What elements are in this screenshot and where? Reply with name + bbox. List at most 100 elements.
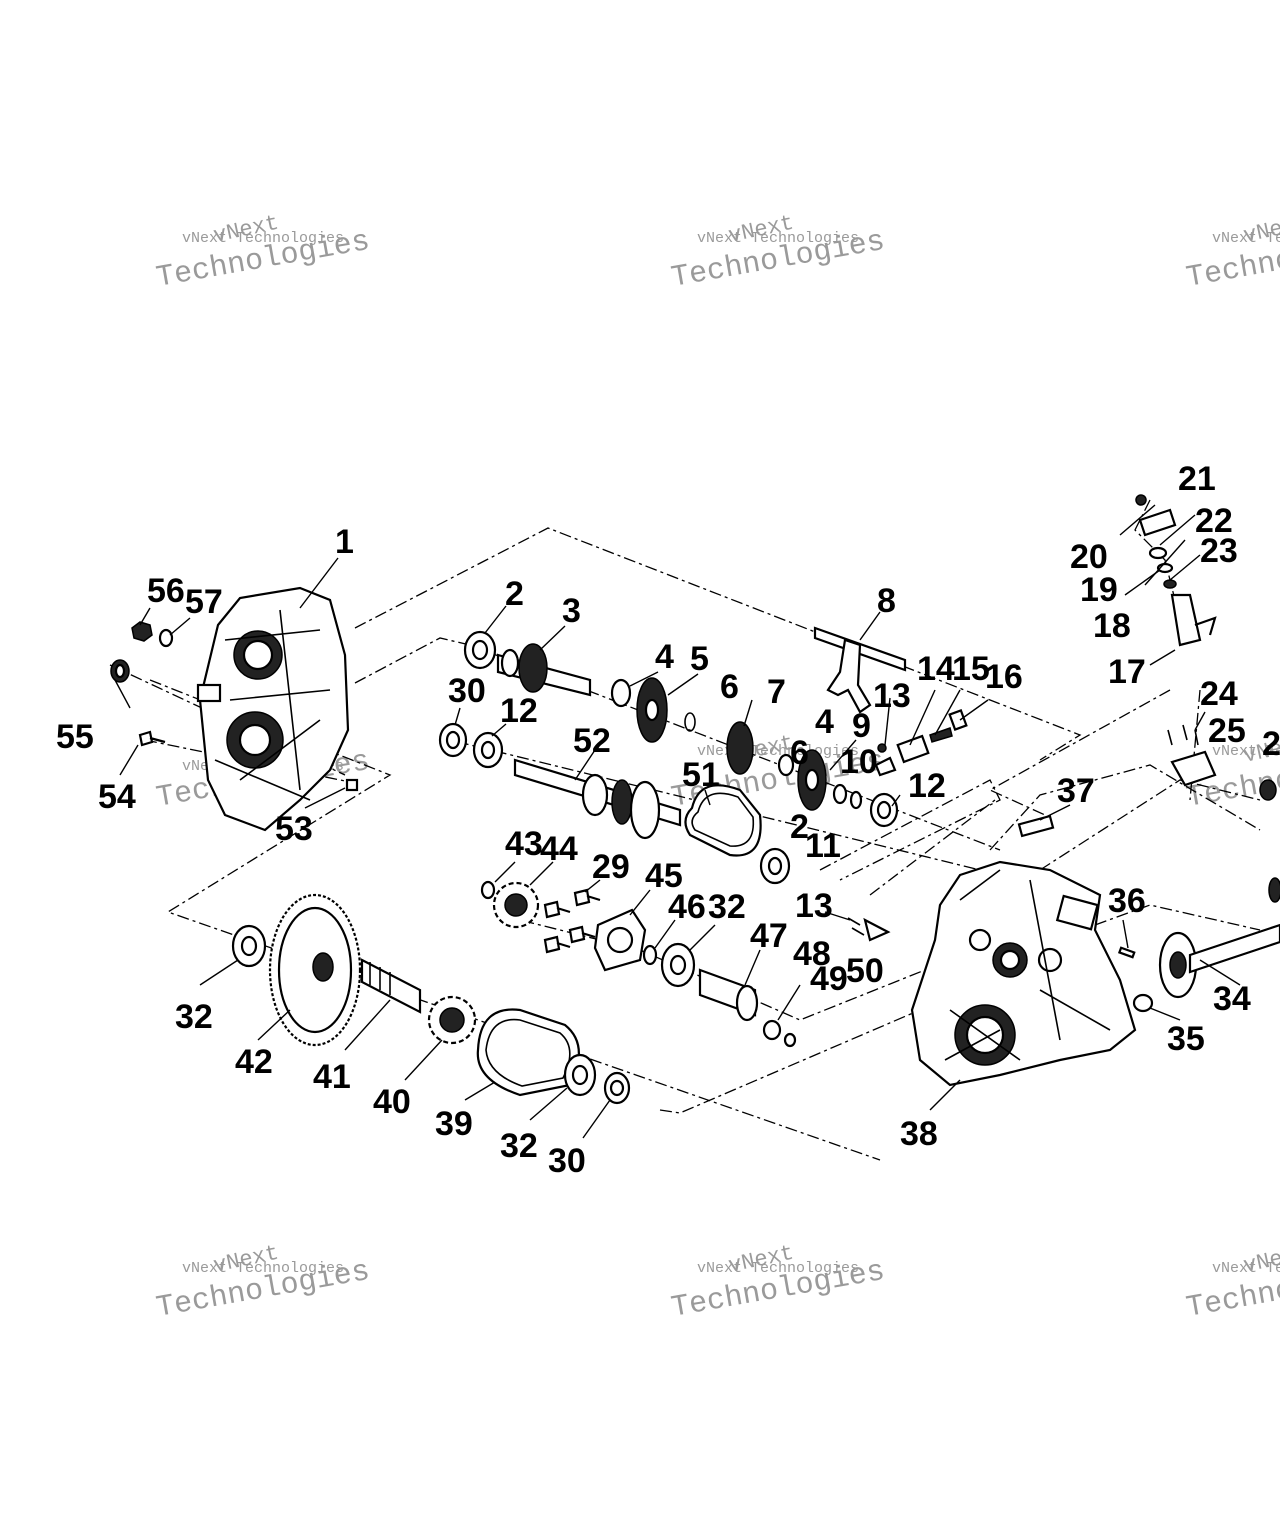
leader-line bbox=[1039, 804, 1071, 821]
callout-41: 41 bbox=[313, 1058, 351, 1096]
sprocket-hub bbox=[439, 1007, 465, 1033]
callout-32: 32 bbox=[175, 998, 213, 1036]
watermark-bottom-center: vNext vNext Technologies Technologies bbox=[669, 1241, 888, 1326]
callout-51: 51 bbox=[682, 756, 720, 794]
case-bore bbox=[999, 949, 1021, 971]
callout-2: 2 bbox=[505, 575, 524, 613]
callout-12: 12 bbox=[500, 692, 538, 730]
gear-train bbox=[610, 677, 899, 828]
callout-42: 42 bbox=[235, 1043, 273, 1081]
screw bbox=[1167, 724, 1199, 746]
ring-gear-hub bbox=[312, 952, 334, 982]
bearing-inner bbox=[767, 856, 783, 876]
callout-12: 12 bbox=[908, 767, 946, 805]
leader-line bbox=[1122, 919, 1129, 949]
leader-line bbox=[584, 879, 601, 893]
callout-55: 55 bbox=[56, 718, 94, 756]
output-bearing-group bbox=[660, 942, 797, 1048]
case-boss bbox=[968, 928, 992, 952]
callout-16: 16 bbox=[985, 658, 1023, 696]
callout-14: 14 bbox=[917, 650, 955, 688]
watermark-text: vNext Technologies bbox=[1212, 743, 1280, 760]
leader-line bbox=[777, 984, 801, 1021]
leader-line bbox=[491, 723, 507, 737]
callout-9: 9 bbox=[852, 707, 871, 745]
leader-line bbox=[891, 794, 901, 807]
bolt bbox=[543, 935, 571, 954]
centerline bbox=[989, 764, 1261, 851]
leader-line bbox=[824, 911, 851, 921]
leader-line bbox=[959, 699, 989, 721]
shaft-gear bbox=[611, 779, 633, 825]
spacer bbox=[777, 753, 795, 777]
leader-line bbox=[494, 861, 516, 883]
sensor-plug bbox=[1259, 779, 1277, 801]
leader-line bbox=[929, 1079, 961, 1111]
spacer bbox=[610, 678, 632, 708]
leader-line bbox=[1159, 514, 1196, 546]
leader-line bbox=[909, 689, 936, 746]
case-boss bbox=[196, 683, 222, 703]
bearing-inner bbox=[571, 1064, 589, 1086]
callout-53: 53 bbox=[275, 810, 313, 848]
callout-17: 17 bbox=[1108, 653, 1146, 691]
callout-47: 47 bbox=[750, 917, 788, 955]
bearing-inner bbox=[240, 935, 258, 957]
centerline bbox=[1094, 904, 1261, 931]
nut bbox=[131, 621, 153, 642]
leader-line bbox=[884, 697, 891, 746]
leader-line bbox=[529, 861, 554, 886]
callout-30: 30 bbox=[548, 1142, 586, 1180]
centerline bbox=[1039, 779, 1261, 871]
leader-line bbox=[199, 959, 239, 986]
callout-8: 8 bbox=[877, 582, 896, 620]
watermark-top-left: vNext vNext Technologies Technologies bbox=[154, 211, 373, 296]
shaft-end bbox=[500, 648, 520, 678]
callout-6: 6 bbox=[790, 734, 809, 772]
washer bbox=[832, 783, 848, 805]
callout-29: 29 bbox=[592, 848, 630, 886]
leader-line bbox=[934, 689, 961, 736]
callout-4: 4 bbox=[655, 638, 674, 676]
nut bbox=[1135, 494, 1147, 506]
leader-line bbox=[574, 749, 596, 781]
seal-inner bbox=[445, 730, 461, 750]
bushing bbox=[1132, 993, 1154, 1013]
callout-labels: 1 2 2 3 4 4 5 6 6 7 8 9 10 11 12 12 13 1… bbox=[56, 460, 1280, 1180]
callout-49: 49 bbox=[810, 960, 848, 998]
gear bbox=[726, 721, 754, 775]
centerline bbox=[144, 739, 351, 783]
callout-7: 7 bbox=[767, 673, 786, 711]
leader-line bbox=[169, 617, 191, 636]
output-shaft-group bbox=[1132, 877, 1280, 1013]
bolt bbox=[543, 900, 571, 919]
callout-26: 2 bbox=[1262, 725, 1280, 763]
spring bbox=[929, 727, 953, 743]
leader-lines bbox=[114, 504, 1241, 1139]
watermark-top-right: vNext vNext Technologies Technologies bbox=[1184, 211, 1280, 296]
roll-pin bbox=[847, 917, 865, 936]
leader-line bbox=[539, 625, 566, 651]
leader-line bbox=[454, 707, 461, 726]
output-shaft bbox=[1188, 923, 1280, 974]
callout-6: 6 bbox=[720, 668, 739, 706]
leader-line bbox=[114, 679, 131, 709]
callout-38: 38 bbox=[900, 1115, 938, 1153]
shaft-end bbox=[1268, 877, 1280, 903]
callout-3: 3 bbox=[562, 592, 581, 630]
watermark-text: vNext Technologies bbox=[697, 1260, 859, 1277]
callout-25: 25 bbox=[1208, 712, 1246, 750]
centerline bbox=[659, 1009, 921, 1114]
callout-10: 10 bbox=[840, 743, 878, 781]
callout-4: 4 bbox=[815, 703, 834, 741]
bolt bbox=[573, 888, 601, 907]
centerline bbox=[819, 779, 1001, 881]
case-bore bbox=[242, 639, 274, 671]
leader-line bbox=[829, 739, 857, 771]
gear-hub bbox=[804, 768, 820, 792]
bearing-inner bbox=[480, 740, 496, 760]
leader-line bbox=[344, 999, 391, 1051]
pin-group-lower bbox=[847, 917, 891, 942]
pinion-head bbox=[735, 984, 759, 1022]
callout-13: 13 bbox=[873, 677, 911, 715]
